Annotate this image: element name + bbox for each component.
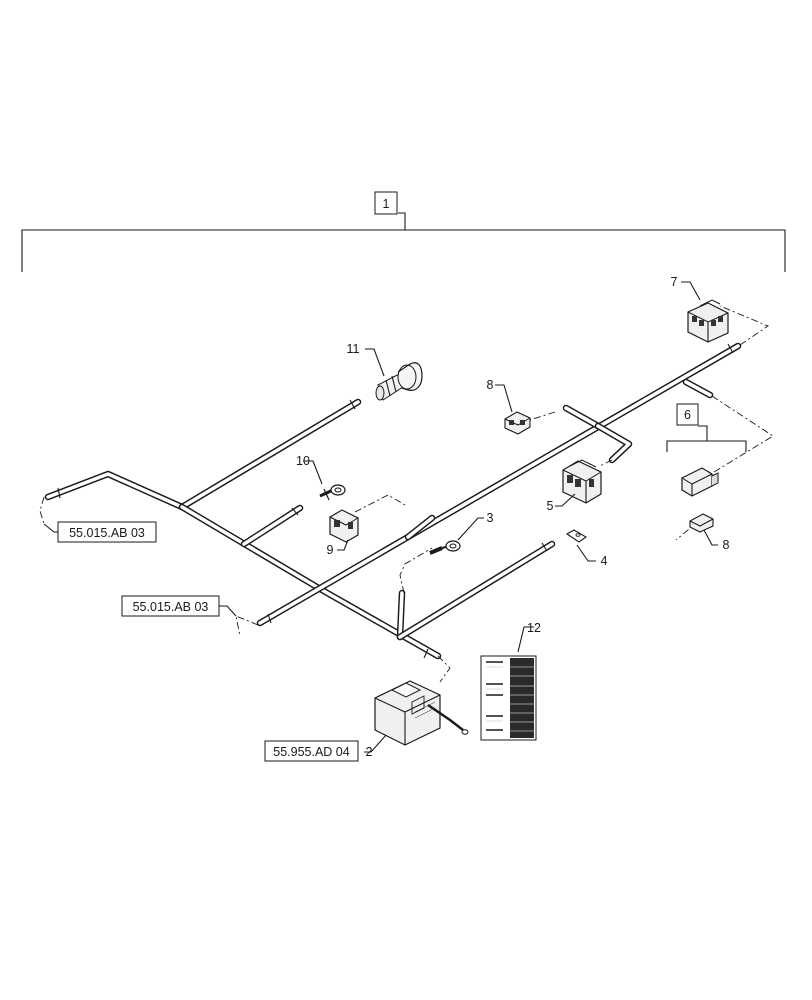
svg-text:1: 1 <box>383 197 390 211</box>
connector-8-upper <box>504 411 531 435</box>
callout-leaders <box>303 281 718 753</box>
callout-10: 10 <box>296 454 310 468</box>
callout-9: 9 <box>327 543 334 557</box>
connector-5 <box>562 459 602 504</box>
callout-5: 5 <box>547 499 554 513</box>
ring-terminal-10 <box>319 484 346 501</box>
callout-7: 7 <box>671 275 678 289</box>
flat-terminal-4 <box>565 529 588 543</box>
reference-lower: 55.015.AB 03 <box>121 595 237 617</box>
svg-text:55.015.AB 03: 55.015.AB 03 <box>133 600 209 614</box>
ring-terminal-3 <box>429 540 461 555</box>
callout-6: 6 <box>676 403 699 426</box>
connector-6 <box>681 467 719 497</box>
callout-4: 4 <box>601 554 608 568</box>
callout-2: 2 <box>366 745 373 759</box>
svg-text:55.955.AD 04: 55.955.AD 04 <box>273 745 349 759</box>
connector-9 <box>329 509 359 543</box>
item-6-bracket <box>666 425 747 452</box>
callout-1: 1 <box>374 191 398 215</box>
svg-text:6: 6 <box>684 408 691 422</box>
callout-11: 11 <box>347 342 360 356</box>
reference-module: 55.955.AD 04 <box>264 740 359 762</box>
callout-12: 12 <box>527 621 541 635</box>
svg-text:55.015.AB 03: 55.015.AB 03 <box>69 526 145 540</box>
reference-left: 55.015.AB 03 <box>43 521 157 543</box>
module-2 <box>374 680 469 746</box>
connector-7 <box>687 299 729 343</box>
wedge-lock-8-lower <box>689 513 714 533</box>
callout-3: 3 <box>487 511 494 525</box>
harness-wires <box>44 342 742 660</box>
callout-8-lower: 8 <box>723 538 730 552</box>
callout-8-upper: 8 <box>487 378 494 392</box>
grommet-11 <box>375 362 423 401</box>
harness-bracket <box>21 212 786 272</box>
wire-end-marks <box>57 343 734 659</box>
decal-12 <box>480 655 537 741</box>
callout-numbers: 11 7 8 10 3 4 5 9 12 8 2 <box>296 275 729 759</box>
